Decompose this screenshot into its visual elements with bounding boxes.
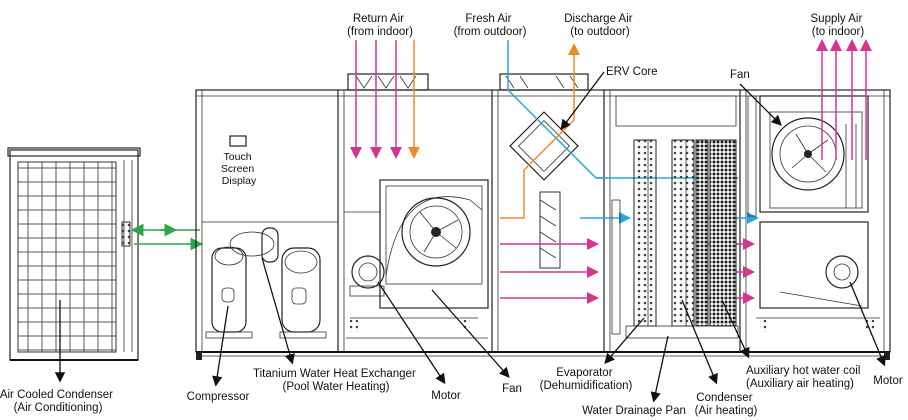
water-drainage-pan-label: Water Drainage Pan <box>582 405 686 417</box>
aux-coil-label: Auxiliary hot water coil (Auxiliary air … <box>746 365 864 390</box>
erv-core <box>499 73 589 269</box>
fan-top-label: Fan <box>730 69 750 81</box>
evaporator-label: Evaporator (Dehumidification) <box>540 367 633 392</box>
motor-2 <box>756 221 880 332</box>
fresh-air-label: Fresh Air (from outdoor) <box>454 13 527 38</box>
motor-1-label: Motor <box>431 390 461 402</box>
auxiliary-hot-water-coil <box>615 95 737 327</box>
discharge-air-label: Discharge Air (to outdoor) <box>564 13 636 38</box>
water-drainage-pan <box>611 199 739 339</box>
evaporator-coil <box>633 139 657 327</box>
condenser-label: Condenser (Air heating) <box>695 392 758 417</box>
refrigerant-lines <box>130 223 204 251</box>
motor-2-label: Motor <box>873 375 903 387</box>
compressors <box>205 227 327 339</box>
supply-air-arrows <box>816 39 872 160</box>
discharge-air-arrows <box>500 43 580 219</box>
air-cooled-condenser <box>7 147 141 361</box>
motor-1 <box>346 255 488 339</box>
return-air-louvers <box>347 73 429 91</box>
fan-2-label: Fan <box>502 383 522 395</box>
supply-air-label: Supply Air (to indoor) <box>811 13 866 38</box>
touch-screen-display <box>229 135 247 147</box>
condenser-coil <box>671 139 709 327</box>
return-air-arrows <box>350 40 420 159</box>
fan-2 <box>747 95 869 217</box>
return-air-label: Return Air (from indoor) <box>347 13 413 38</box>
titanium-hx-label: Titanium Water Heat Exchanger (Pool Wate… <box>253 368 419 393</box>
erv-core-label: ERV Core <box>606 66 658 78</box>
main-cabinet <box>195 89 891 360</box>
fan-1 <box>379 179 489 309</box>
touch-screen-label: Touch Screen Display <box>221 151 257 187</box>
air-cooled-condenser-label: Air Cooled Condenser (Air Conditioning) <box>0 389 116 414</box>
compressor-label: Compressor <box>187 391 250 403</box>
